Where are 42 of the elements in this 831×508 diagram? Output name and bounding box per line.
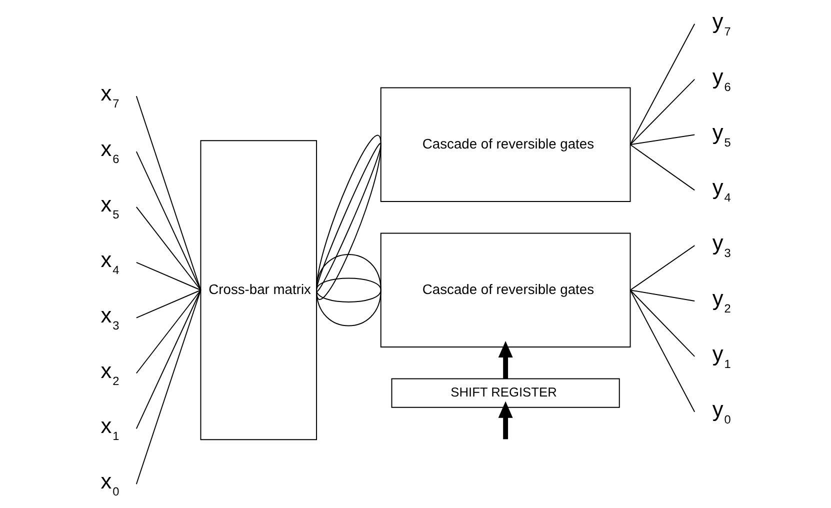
node-text: x$_{2}$ — [100, 358, 120, 388]
connector — [136, 151, 202, 291]
arrow — [498, 401, 513, 440]
connector — [630, 290, 696, 302]
node-text: y$_{1}$ — [712, 340, 731, 371]
connector — [136, 290, 202, 374]
connector — [630, 245, 696, 291]
node-text: y$_{5}$ — [712, 119, 731, 150]
node-text: x$_{5}$ — [100, 192, 120, 222]
node-text: x$_{3}$ — [100, 302, 120, 332]
arrow — [498, 340, 513, 379]
connector — [136, 290, 202, 485]
connector — [630, 23, 696, 146]
connector — [316, 290, 382, 302]
connector — [136, 290, 202, 318]
connector — [630, 134, 696, 146]
node-text: x$_{4}$ — [100, 246, 120, 277]
node-box: Cascade of reversible gates — [380, 87, 631, 202]
connector — [136, 290, 202, 430]
node-box: Cascade of reversible gates — [380, 232, 631, 348]
connector — [630, 290, 696, 412]
node-text: y$_{6}$ — [712, 64, 731, 94]
node-box: SHIFT REGISTER — [391, 378, 620, 408]
node-text: x$_{0}$ — [100, 468, 120, 499]
connector — [316, 290, 382, 326]
node-text: x$_{1}$ — [100, 413, 120, 444]
connector — [316, 278, 382, 291]
node-text: x$_{6}$ — [100, 136, 120, 166]
connector — [136, 96, 202, 291]
node-text: x$_{7}$ — [100, 80, 120, 111]
node-text: y$_{4}$ — [712, 174, 731, 205]
node-text: y$_{7}$ — [712, 8, 731, 38]
node-box: Cross-bar matrix — [200, 140, 318, 440]
connector — [630, 144, 696, 191]
node-text: y$_{0}$ — [712, 396, 731, 426]
connector — [316, 254, 382, 291]
node-text: y$_{3}$ — [712, 230, 731, 260]
connector — [136, 206, 202, 291]
connector — [630, 78, 696, 146]
connector — [630, 290, 696, 357]
connector — [136, 262, 202, 291]
node-text: y$_{2}$ — [712, 286, 731, 316]
